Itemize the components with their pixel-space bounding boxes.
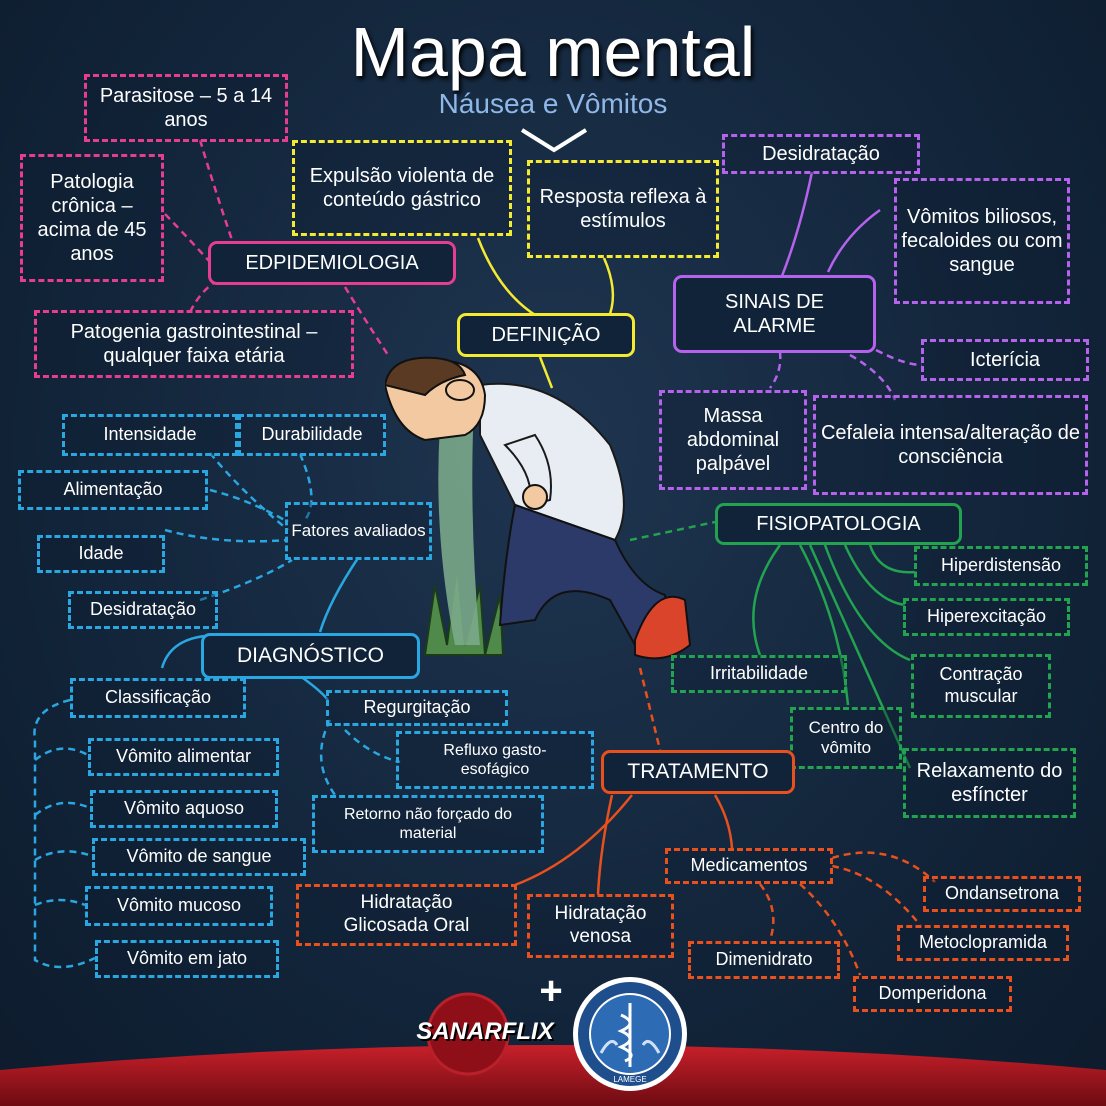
treatment-item-iv-hydration: Hidratação venosa [527,894,674,958]
lamege-seal: LAMEGE [571,975,689,1093]
classification-item-mucus: Vômito mucoso [85,886,273,926]
page-subtitle: Náusea e Vômitos [438,88,668,119]
diagnosis-factor-intensity: Intensidade [62,414,238,456]
regurgitation-item-passive-return: Retorno não forçado do material [312,795,544,853]
definition-node: DEFINIÇÃO [457,313,635,357]
diagnosis-factors-node: Fatores avaliados [285,502,432,560]
alarm-signs-node: SINAIS DE ALARME [673,275,876,353]
diagnosis-factor-food: Alimentação [18,470,208,510]
diagnosis-factor-age: Idade [37,535,165,573]
pathophysiology-item-irritability: Irritabilidade [671,655,847,693]
alarm-item-abdominal-mass: Massa abdominal palpável [659,390,807,490]
page-title: Mapa mental [350,13,756,91]
diagnosis-factor-durability: Durabilidade [238,414,386,456]
pathophysiology-item-hyperdistension: Hiperdistensão [914,546,1088,586]
alarm-item-vomit-types: Vômitos biliosos, fecaloides ou com sang… [894,178,1070,304]
sanarflix-logo-text: SANARFLIX [416,1018,554,1045]
diagnosis-classification-node: Classificação [70,678,246,718]
plus-sign: + [539,969,563,1013]
lamege-abbr: LAMEGE [613,1075,647,1084]
alarm-item-dehydration: Desidratação [722,134,920,174]
sanarflix-logo: SANARFLIX [410,990,560,1080]
vomiting-man-illustration [385,356,692,660]
pathophysiology-node: FISIOPATOLOGIA [715,503,962,545]
pathophysiology-item-vomiting-center: Centro do vômito [790,707,902,769]
diagnosis-node: DIAGNÓSTICO [201,633,420,679]
classification-item-jet: Vômito em jato [95,940,279,978]
medication-dimenhydrinate: Dimenidrato [688,941,840,979]
medication-domperidone: Domperidona [853,976,1012,1012]
definition-item-reflex: Resposta reflexa à estímulos [527,160,719,258]
epidemiology-item-gastrointestinal: Patogenia gastrointestinal – qualquer fa… [34,310,354,378]
treatment-node: TRATAMENTO [601,750,795,794]
epidemiology-item-parasitose: Parasitose – 5 a 14 anos [84,74,288,142]
treatment-medications-node: Medicamentos [665,848,833,884]
lamege-seal-graphic [573,977,687,1091]
alarm-item-jaundice: Icterícia [921,339,1089,381]
classification-item-watery: Vômito aquoso [90,790,278,828]
pathophysiology-item-muscle-contraction: Contração muscular [911,654,1051,718]
regurgitation-item-reflux: Refluxo gasto-esofágico [396,731,594,789]
epidemiology-item-chronic: Patologia crônica – acima de 45 anos [20,154,164,282]
pathophysiology-item-sphincter-relaxation: Relaxamento do esfíncter [903,748,1076,818]
sanarflix-logo-badge [426,992,510,1076]
medication-ondansetron: Ondansetrona [923,876,1081,912]
bottom-red-band [0,1045,1106,1106]
medication-metoclopramide: Metoclopramida [897,925,1069,961]
epidemiology-node: EDPIDEMIOLOGIA [208,241,456,285]
classification-item-food: Vômito alimentar [88,738,279,776]
diagnosis-regurgitation-node: Regurgitação [326,690,508,726]
classification-item-blood: Vômito de sangue [92,838,306,876]
diagnosis-factor-dehydration: Desidratação [68,591,218,629]
alarm-item-headache: Cefaleia intensa/alteração de consciênci… [813,395,1088,495]
treatment-item-oral-hydration: Hidratação Glicosada Oral [296,884,517,946]
definition-item-expulsion: Expulsão violenta de conteúdo gástrico [292,140,512,236]
pathophysiology-item-hyperexcitation: Hiperexcitação [903,598,1070,636]
